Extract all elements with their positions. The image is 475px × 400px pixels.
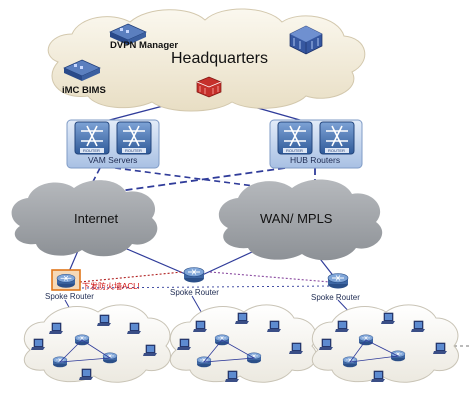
headquarters-cloud <box>47 8 366 112</box>
wan-cloud <box>218 179 383 261</box>
branch-site-middle <box>169 304 317 383</box>
tunnel-vam-wan <box>114 167 263 188</box>
imc-bims-label: iMC BIMS <box>62 85 106 96</box>
headquarters-title: Headquarters <box>171 50 268 67</box>
spoke-router-left <box>51 269 81 291</box>
internet-cloud <box>11 180 158 257</box>
branch-site-right <box>311 304 459 383</box>
building-icon <box>289 25 323 55</box>
tunnel-hub-internet <box>111 167 286 193</box>
vam-router-1-badge: ROUTER <box>83 148 100 153</box>
spoke-router-right-icon <box>327 273 349 289</box>
wan-label: WAN/ MPLS <box>260 211 333 226</box>
spoke-router-left-icon <box>56 273 76 289</box>
spoke-router-left-label: Spoke Router <box>45 292 94 301</box>
dvpn-manager-label: DVPN Manager <box>110 40 179 51</box>
hub-router-1-badge: ROUTER <box>286 148 303 153</box>
vam-servers-group <box>66 119 160 169</box>
spoke-router-middle-icon <box>183 267 205 283</box>
spoke-router-middle-label: Spoke Router <box>170 288 219 297</box>
tunnel-vam-internet <box>84 167 101 198</box>
acl-note: 下发防火墙ACL! <box>82 282 140 291</box>
link-internet-spoke-mid <box>119 245 191 277</box>
hub-routers-label: HUB Routers <box>290 155 341 165</box>
branch-site-left <box>23 304 171 383</box>
vam-router-2-badge: ROUTER <box>125 148 142 153</box>
spoke-router-right-label: Spoke Router <box>311 293 360 302</box>
internet-label: Internet <box>74 211 119 226</box>
hub-router-2-badge: ROUTER <box>328 148 345 153</box>
spoke-mesh-left-mid <box>79 271 183 283</box>
spoke-mesh-mid-right <box>209 271 331 283</box>
links <box>64 41 470 347</box>
vam-servers-label: VAM Servers <box>88 155 138 165</box>
spoke-mesh-left-right <box>81 285 331 289</box>
firewall-icon <box>196 76 222 98</box>
hub-routers-group <box>269 119 363 169</box>
